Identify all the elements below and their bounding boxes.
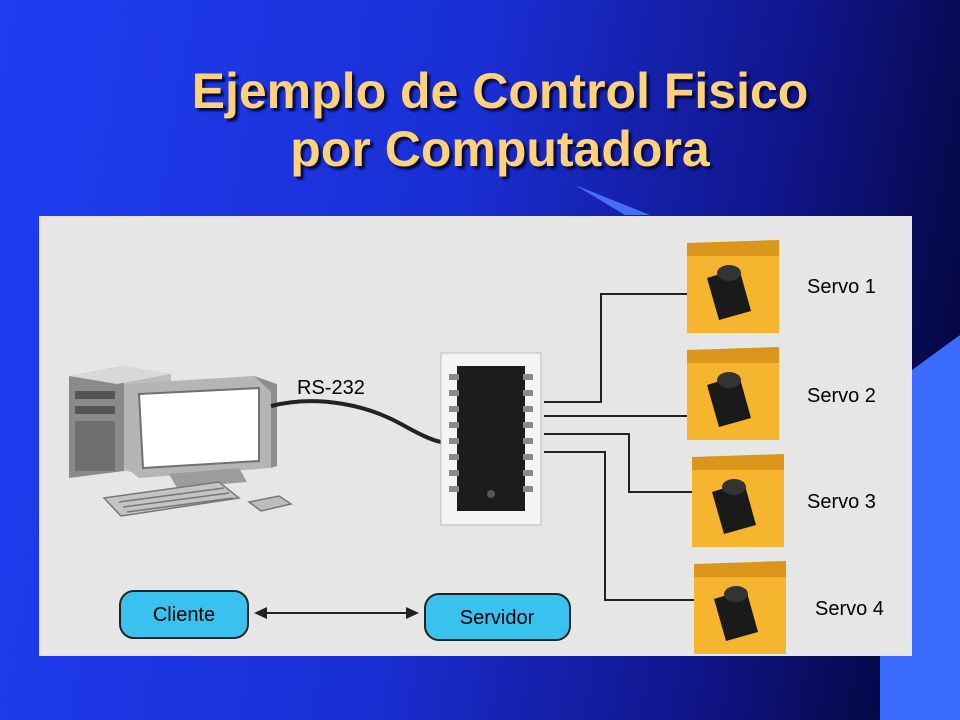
servo-2-icon	[687, 347, 779, 440]
computer-tower-icon	[69, 366, 171, 478]
servo-4-label: Servo 4	[815, 598, 884, 620]
servo-3-label: Servo 3	[807, 491, 876, 513]
slide-title-line-1: Ejemplo de Control Fisico	[191, 63, 809, 119]
decorative-block-right	[880, 335, 960, 720]
bidirectional-arrow-icon	[254, 607, 419, 619]
rs232-label: RS-232	[297, 377, 365, 399]
decorative-ray	[575, 185, 650, 215]
server-label: Servidor	[460, 607, 535, 629]
monitor-icon	[124, 376, 277, 488]
client-label: Cliente	[153, 604, 215, 626]
servo-4-icon	[694, 561, 786, 654]
mouse-icon	[247, 495, 293, 512]
servo-2-label: Servo 2	[807, 385, 876, 407]
slide-title-line-2: por Computadora	[290, 121, 710, 177]
rs232-cable	[270, 399, 442, 444]
servo-3-icon	[692, 454, 784, 547]
servo-1-label: Servo 1	[807, 276, 876, 298]
diagram-panel: RS-232	[39, 216, 912, 656]
microcontroller-chip-icon	[440, 352, 542, 526]
servo-wiring	[544, 293, 694, 601]
client-bubble	[119, 590, 249, 639]
server-bubble	[424, 593, 571, 641]
servo-1-icon	[687, 240, 779, 333]
slide-title: Ejemplo de Control Fisico por Computador…	[80, 62, 920, 178]
keyboard-icon	[102, 481, 241, 517]
